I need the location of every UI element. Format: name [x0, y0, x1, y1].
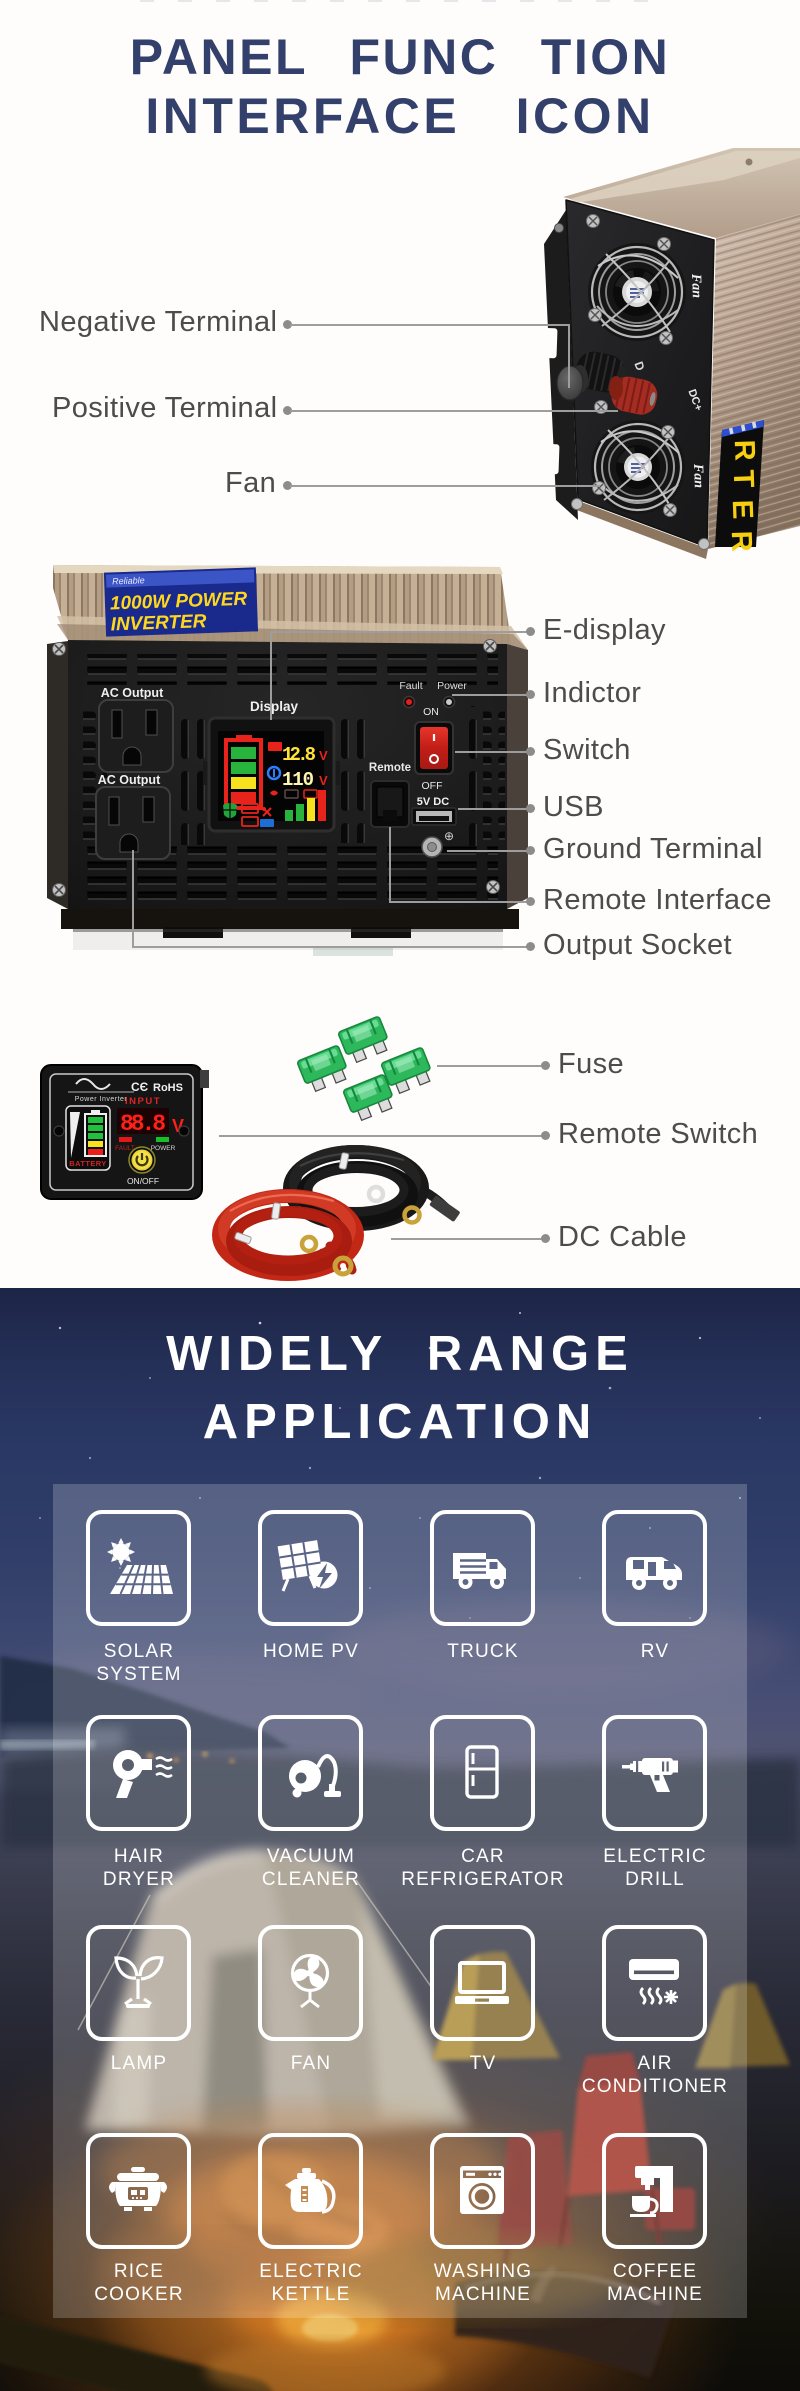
- svg-text:⊕: ⊕: [444, 829, 454, 843]
- svg-text:INPUT: INPUT: [125, 1096, 161, 1107]
- svg-text:R: R: [728, 439, 761, 461]
- svg-text:INVERTER: INVERTER: [110, 611, 207, 635]
- svg-text:ON/OFF: ON/OFF: [127, 1176, 159, 1186]
- svg-text:Remote: Remote: [369, 762, 411, 774]
- svg-text:12.8: 12.8: [282, 744, 316, 766]
- svg-text:FAULT: FAULT: [115, 1145, 135, 1152]
- svg-text:Power Inverter: Power Inverter: [75, 1096, 128, 1103]
- svg-text:Fan: Fan: [688, 273, 704, 299]
- svg-text:Reliable: Reliable: [112, 575, 145, 586]
- svg-text:CЄ: CЄ: [131, 1080, 149, 1094]
- svg-text:Fan: Fan: [690, 463, 706, 489]
- svg-text:1000W POWER: 1000W POWER: [110, 589, 248, 615]
- svg-text:AC Output: AC Output: [101, 686, 164, 700]
- svg-text:ON: ON: [423, 706, 439, 718]
- svg-text:Display: Display: [250, 699, 299, 714]
- svg-text:BATTERY: BATTERY: [69, 1159, 106, 1168]
- svg-text:RoHS: RoHS: [153, 1082, 183, 1094]
- svg-text:Fault: Fault: [399, 680, 422, 692]
- svg-text:E: E: [726, 499, 759, 519]
- svg-text:110: 110: [282, 769, 314, 791]
- svg-text:5V DC: 5V DC: [417, 796, 449, 808]
- svg-text:V: V: [319, 748, 328, 763]
- svg-text:T: T: [727, 469, 760, 488]
- svg-text:V: V: [319, 773, 328, 788]
- svg-text:Power: Power: [437, 680, 467, 692]
- svg-text:AC Output: AC Output: [98, 773, 161, 787]
- svg-text:R: R: [725, 530, 758, 552]
- svg-text:POWER: POWER: [151, 1145, 176, 1152]
- svg-text:OFF: OFF: [422, 780, 443, 792]
- svg-text:88.8: 88.8: [120, 1111, 166, 1137]
